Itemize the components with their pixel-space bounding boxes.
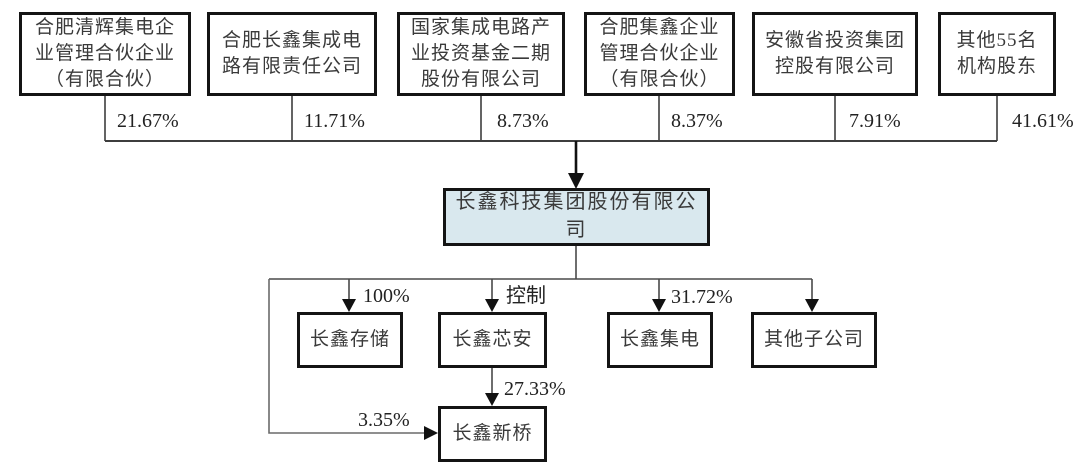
root-inflow-arrow: [568, 141, 584, 189]
shareholder-box-anhui-investment: 安徽省投资集团 控股有限公司: [752, 12, 918, 96]
shareholding-pct-qinghui: 21.67%: [117, 110, 179, 132]
edge-label-cucun-pct: 100%: [363, 285, 410, 307]
subsubsidiary-box-changxin-xinqiao: 长鑫新桥: [438, 406, 547, 462]
shareholding-pct-anhui-investment: 7.91%: [849, 110, 901, 132]
subsidiary-branch-lines: [268, 246, 813, 434]
shareholder-stub-lines: [104, 96, 998, 142]
edge-label-xinqiao-from-root: 3.35%: [358, 409, 410, 431]
shareholder-box-national-ic-fund: 国家集成电路产 业投资基金二期 股份有限公司: [397, 12, 565, 96]
edge-label-xinqiao-from-xinan: 27.33%: [504, 378, 566, 400]
subsidiary-box-other-subsidiaries: 其他子公司: [751, 312, 877, 368]
shareholding-pct-other-55: 41.61%: [1012, 110, 1074, 132]
shareholding-pct-jixin: 8.37%: [671, 110, 723, 132]
shareholder-box-hefei-changxin-ic: 合肥长鑫集成电 路有限责任公司: [207, 12, 377, 96]
shareholder-box-hefei-qinghui: 合肥清辉集电企 业管理合伙企业 （有限合伙）: [19, 12, 191, 96]
subsidiary-arrowheads: [342, 299, 819, 440]
shareholding-pct-changxin-ic: 11.71%: [304, 110, 365, 132]
shareholding-pct-national-ic-fund: 8.73%: [497, 110, 549, 132]
shareholder-box-hefei-jixin: 合肥集鑫企业 管理合伙企业 （有限合伙）: [584, 12, 735, 96]
subsidiary-box-changxin-jidian: 长鑫集电: [607, 312, 713, 368]
subsidiary-box-changxin-cucun: 长鑫存储: [297, 312, 403, 368]
subsidiary-box-changxin-xinan: 长鑫芯安: [438, 312, 547, 368]
edge-label-xinan-control: 控制: [506, 285, 546, 307]
shareholder-box-other-55: 其他55名 机构股东: [938, 12, 1056, 96]
root-company-box: 长鑫科技集团股份有限公司: [443, 188, 710, 246]
edge-label-jidian-pct: 31.72%: [671, 286, 733, 308]
